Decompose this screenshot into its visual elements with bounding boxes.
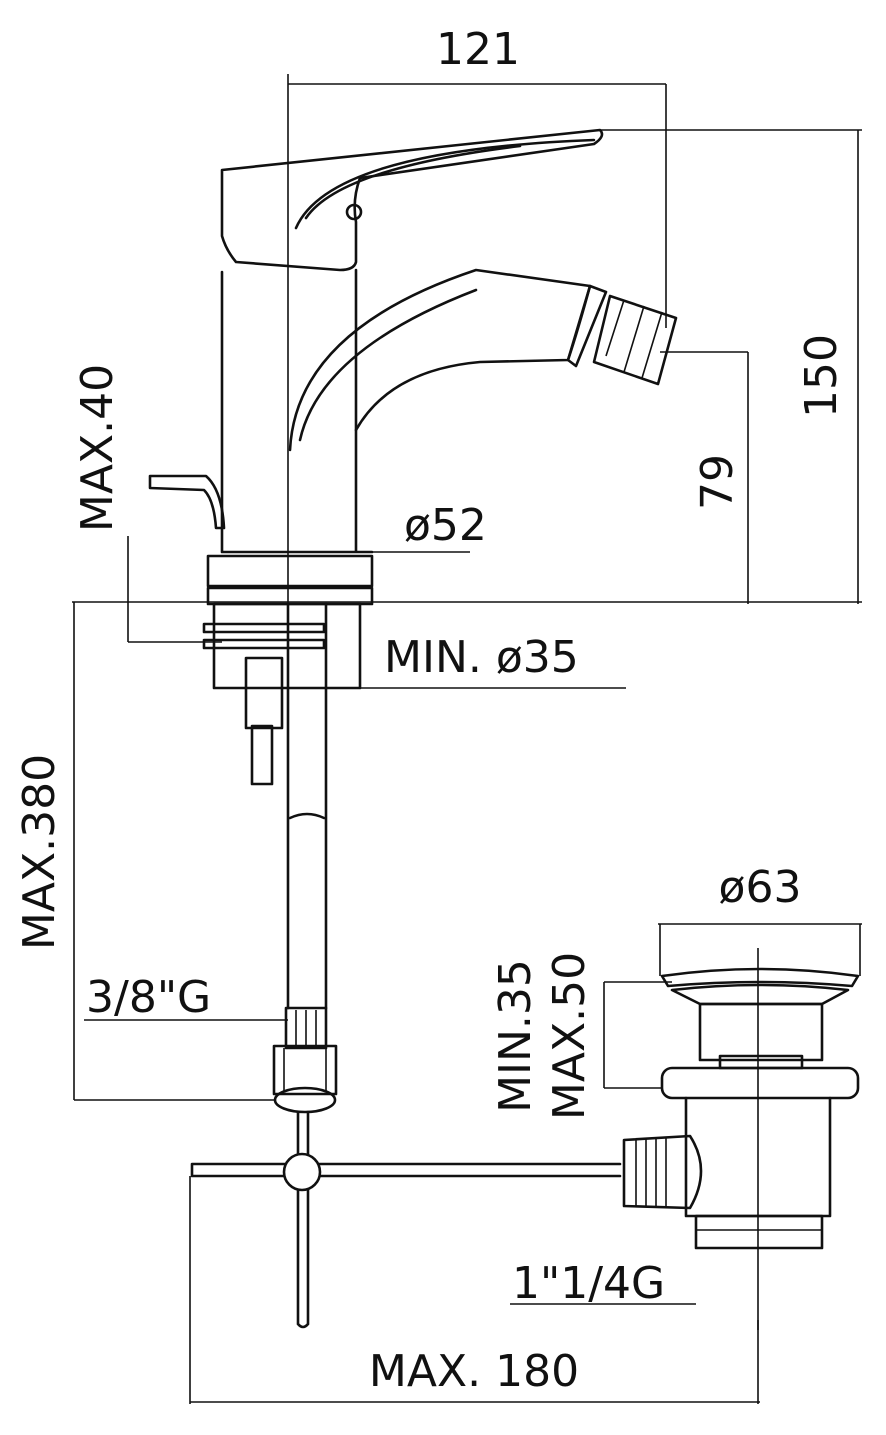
dimension-labels: 121 150 79 MAX.40 ø52 MIN. ø35 MAX.380 3… <box>14 24 847 1397</box>
label-max-rod-length: MAX. 180 <box>369 1346 579 1397</box>
spout-nozzle-head <box>592 294 678 386</box>
label-max-tail-length: MAX.380 <box>14 754 65 950</box>
vertical-rod <box>296 1110 310 1329</box>
hose-tube <box>286 602 328 1010</box>
mixer-spout <box>288 268 592 452</box>
label-supply-thread: 3/8"G <box>86 972 211 1023</box>
waste-linkage <box>190 1110 622 1329</box>
label-waste-thread: 1"1/4G <box>512 1258 665 1309</box>
waste-plug <box>660 967 860 988</box>
waste-flange <box>670 983 850 1006</box>
label-waste-min: MIN.35 <box>490 959 541 1113</box>
spout-nozzle <box>566 284 608 368</box>
label-total-height: 150 <box>796 334 847 418</box>
waste-backnut <box>660 1066 860 1100</box>
waste-tail <box>694 1214 824 1250</box>
mixer-base <box>202 554 374 786</box>
handle-curve <box>294 138 596 230</box>
label-hole-diameter: MIN. ø35 <box>384 632 579 683</box>
label-max-deck-thickness: MAX.40 <box>72 364 123 532</box>
fixing-plate-bottom <box>202 638 326 650</box>
label-waste-diameter: ø63 <box>719 862 802 913</box>
mixer-body <box>148 128 678 554</box>
fixing-stud-body <box>244 656 284 730</box>
waste-side-connector <box>622 1134 703 1210</box>
fixing-plate-top <box>202 622 326 634</box>
base-ring <box>206 554 374 588</box>
waste-assembly <box>622 948 860 1330</box>
dimension-lines <box>72 83 862 1404</box>
hose-ferrule <box>284 1006 328 1050</box>
waste-upper-body <box>698 1002 824 1062</box>
rod-joint <box>282 1152 322 1192</box>
handle-screw <box>345 203 363 221</box>
fixing-stud <box>250 724 274 786</box>
label-spout-height: 79 <box>692 454 743 510</box>
label-spout-reach: 121 <box>436 24 520 75</box>
popup-lift-rod <box>148 474 226 530</box>
handle-curve-inner <box>304 144 522 220</box>
label-base-diameter: ø52 <box>404 500 487 551</box>
horizontal-rod <box>190 1162 622 1178</box>
spout-inner-curve <box>298 288 478 442</box>
hose-nut-face <box>273 1086 337 1114</box>
label-waste-max: MAX.50 <box>544 952 595 1120</box>
mixer-handle <box>220 128 604 272</box>
hose-nut <box>272 1044 338 1096</box>
